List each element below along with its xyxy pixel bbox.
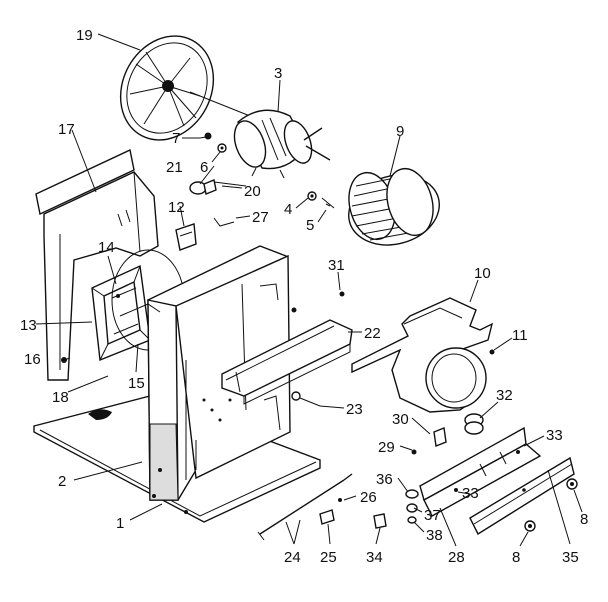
- screw-31: [291, 291, 345, 313]
- callout-37: 37: [424, 507, 441, 524]
- bolt-23: [291, 391, 321, 407]
- callout-33-upper: 33: [546, 427, 563, 444]
- callout-30: 30: [392, 411, 409, 428]
- rail-bracket: [221, 319, 353, 405]
- callout-8-bottom: 8: [512, 549, 520, 566]
- callout-38: 38: [426, 527, 443, 544]
- callout-13: 13: [20, 317, 37, 334]
- callout-21: 21: [166, 159, 183, 176]
- side-panel: [35, 148, 159, 381]
- callout-17: 17: [58, 121, 75, 138]
- callout-5: 5: [306, 217, 314, 234]
- callout-34: 34: [366, 549, 383, 566]
- callout-31: 31: [328, 257, 345, 274]
- clip-12: [175, 223, 197, 251]
- screw-29: [411, 449, 417, 455]
- chassis: [33, 245, 321, 523]
- rod-24: [257, 473, 353, 541]
- callout-29: 29: [378, 439, 395, 456]
- callout-18: 18: [52, 389, 69, 406]
- callout-12: 12: [168, 199, 185, 216]
- panel-plate-35: [469, 456, 575, 536]
- control-panel: [419, 426, 542, 517]
- block-25: [319, 509, 335, 525]
- small-parts-36-38: [405, 489, 419, 524]
- callout-10: 10: [474, 265, 491, 282]
- callout-14: 14: [98, 239, 115, 256]
- callout-22: 22: [364, 325, 381, 342]
- callout-24: 24: [284, 549, 301, 566]
- switch-30: [433, 427, 447, 447]
- blower-wheel: [348, 167, 440, 246]
- leader-lines: [35, 33, 583, 547]
- callout-36: 36: [376, 471, 393, 488]
- callout-15: 15: [128, 375, 145, 392]
- callout-6: 6: [200, 159, 208, 176]
- callout-25: 25: [320, 549, 337, 566]
- callout-8-right: 8: [580, 511, 588, 528]
- callout-4: 4: [284, 201, 292, 218]
- callout-28: 28: [448, 549, 465, 566]
- callout-3: 3: [274, 65, 282, 82]
- clip-26: [338, 498, 342, 502]
- wire-27: [213, 217, 235, 227]
- motor: [233, 109, 331, 179]
- callout-16: 16: [24, 351, 41, 368]
- callout-23: 23: [346, 401, 363, 418]
- nuts-8: [524, 478, 578, 532]
- callout-26: 26: [360, 489, 377, 506]
- motor-hardware: [189, 132, 335, 209]
- callout-32: 32: [496, 387, 513, 404]
- capacitor-32: [464, 413, 484, 435]
- callout-33-lower: 33: [462, 485, 479, 502]
- callout-2: 2: [58, 473, 66, 490]
- scroll-housing: [351, 297, 495, 413]
- fan-blade-wheel: [119, 35, 251, 141]
- callout-19: 19: [76, 27, 93, 44]
- callout-35: 35: [562, 549, 579, 566]
- callout-labels: 19 3 17 7 6 9 21 20 4 5 12 27 14 31 10 1…: [20, 27, 588, 566]
- callout-11: 11: [512, 327, 528, 344]
- bushing-34: [373, 513, 387, 529]
- callout-27: 27: [252, 209, 269, 226]
- callout-1: 1: [116, 515, 124, 532]
- callout-20: 20: [244, 183, 261, 200]
- callout-9: 9: [396, 123, 404, 140]
- callout-7: 7: [172, 130, 180, 147]
- vent-frame: [91, 249, 185, 361]
